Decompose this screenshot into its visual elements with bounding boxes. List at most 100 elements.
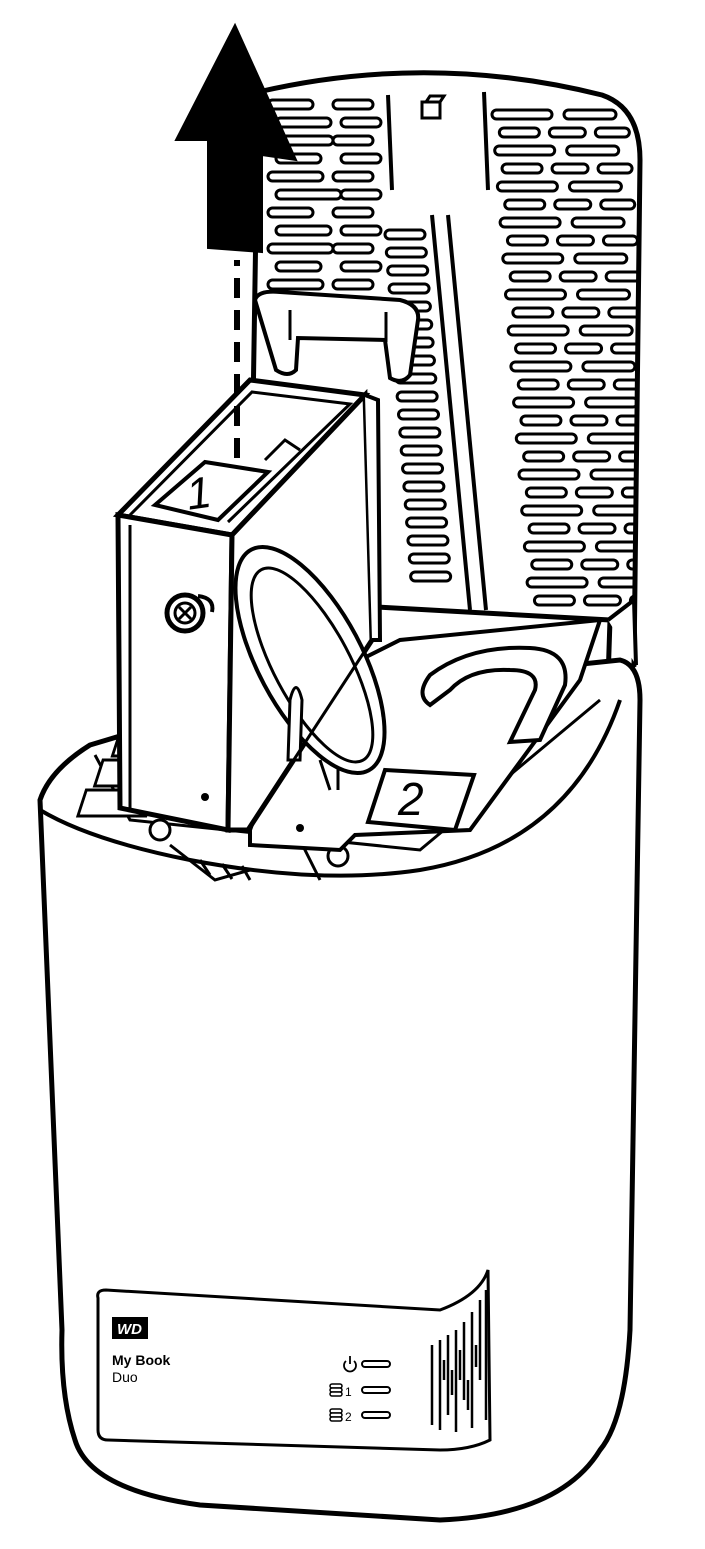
vent-slot bbox=[573, 252, 629, 265]
vent-slot bbox=[274, 224, 333, 237]
vent-slot bbox=[522, 540, 586, 553]
brand-line-1: My Book bbox=[112, 1352, 171, 1368]
vent-slot bbox=[601, 234, 639, 247]
vent-slot bbox=[581, 360, 637, 373]
vent-slot bbox=[339, 116, 383, 129]
vent-slot bbox=[495, 180, 559, 193]
vent-slot bbox=[582, 594, 622, 607]
vent-slot bbox=[397, 408, 440, 421]
vent-slot bbox=[592, 504, 640, 517]
vent-slot bbox=[506, 324, 570, 337]
vent-slot bbox=[626, 558, 640, 571]
vent-slot bbox=[516, 378, 560, 391]
vent-slot bbox=[597, 576, 640, 589]
vent-slot bbox=[604, 270, 640, 283]
vent-slot bbox=[512, 396, 576, 409]
drive-1-label: 1 bbox=[150, 459, 273, 523]
vent-slot bbox=[615, 414, 640, 427]
vent-slot bbox=[623, 522, 640, 535]
vent-slot bbox=[555, 234, 595, 247]
vent-slot bbox=[339, 188, 383, 201]
vent-slot bbox=[565, 144, 621, 157]
drive-1-pull-tab bbox=[252, 289, 421, 383]
vent-slot bbox=[501, 252, 565, 265]
lid-lock-icon bbox=[420, 94, 447, 120]
vent-slot bbox=[493, 144, 557, 157]
vent-slot bbox=[566, 378, 606, 391]
vent-slot bbox=[409, 570, 453, 583]
vent-slot bbox=[532, 594, 576, 607]
vent-slot bbox=[266, 170, 325, 183]
vent-slot bbox=[498, 216, 562, 229]
vent-slot bbox=[266, 278, 325, 291]
vent-slot bbox=[497, 126, 541, 139]
vent-slot bbox=[339, 260, 383, 273]
drive-2-number: 2 bbox=[397, 773, 424, 825]
vent-slot bbox=[402, 480, 446, 493]
vent-slot bbox=[386, 264, 430, 277]
vent-slot bbox=[407, 552, 451, 565]
lid-vents bbox=[266, 98, 640, 607]
vent-slot bbox=[398, 426, 442, 439]
vent-slot bbox=[564, 342, 604, 355]
front-grille bbox=[430, 1290, 488, 1432]
vent-slot bbox=[578, 324, 634, 337]
vent-slot bbox=[266, 206, 315, 219]
vent-slot bbox=[586, 432, 640, 445]
vent-slot bbox=[580, 558, 620, 571]
vent-slot bbox=[599, 198, 637, 211]
indicator-power bbox=[343, 1356, 391, 1373]
up-arrow-icon bbox=[174, 22, 298, 254]
wd-logo: WD bbox=[112, 1317, 148, 1339]
vent-slot bbox=[596, 162, 634, 175]
vent-slot bbox=[387, 282, 431, 295]
vent-slot bbox=[331, 134, 375, 147]
vent-slot bbox=[331, 206, 375, 219]
vent-slot bbox=[401, 462, 445, 475]
vent-slot bbox=[508, 270, 552, 283]
vent-slot bbox=[331, 278, 375, 291]
indicator-label-1: 1 bbox=[345, 1385, 352, 1399]
vent-slot bbox=[522, 450, 566, 463]
vent-slot bbox=[519, 414, 563, 427]
vent-slot bbox=[399, 444, 443, 457]
drive-stack-icon bbox=[329, 1383, 343, 1397]
drive-1: 1 bbox=[112, 289, 421, 834]
vent-slot bbox=[331, 242, 375, 255]
front-panel: WD My Book Duo 1 bbox=[96, 1269, 492, 1452]
drive-2-pull-tab bbox=[420, 645, 568, 745]
vent-slot bbox=[594, 540, 640, 553]
drive-1-screw-icon bbox=[164, 592, 215, 634]
vent-slot bbox=[524, 486, 568, 499]
vent-slot bbox=[567, 180, 623, 193]
vent-slot bbox=[525, 576, 589, 589]
lift-direction bbox=[174, 22, 298, 458]
vent-slot bbox=[384, 246, 428, 259]
vent-slot bbox=[405, 516, 449, 529]
vent-slot bbox=[589, 468, 640, 481]
vent-slot bbox=[547, 126, 587, 139]
vent-slot bbox=[509, 360, 573, 373]
vent-slot bbox=[610, 342, 640, 355]
vent-slot bbox=[561, 306, 601, 319]
drive-stack-icon bbox=[329, 1408, 343, 1422]
vent-slot bbox=[274, 260, 323, 273]
vent-slot bbox=[339, 224, 383, 237]
vent-slot bbox=[530, 558, 574, 571]
vent-slot bbox=[572, 450, 612, 463]
vent-slot bbox=[331, 170, 375, 183]
vent-slot bbox=[553, 198, 593, 211]
power-icon bbox=[343, 1356, 357, 1373]
vent-slot bbox=[511, 306, 555, 319]
vent-slot bbox=[562, 108, 618, 121]
vent-slot bbox=[574, 486, 614, 499]
indicator-label-2: 2 bbox=[345, 1410, 352, 1424]
vent-slot bbox=[395, 390, 439, 403]
vent-slot bbox=[505, 234, 549, 247]
vent-slot bbox=[520, 504, 584, 517]
vent-slot bbox=[558, 270, 598, 283]
vent-slot bbox=[607, 306, 640, 319]
vent-slot bbox=[569, 414, 609, 427]
